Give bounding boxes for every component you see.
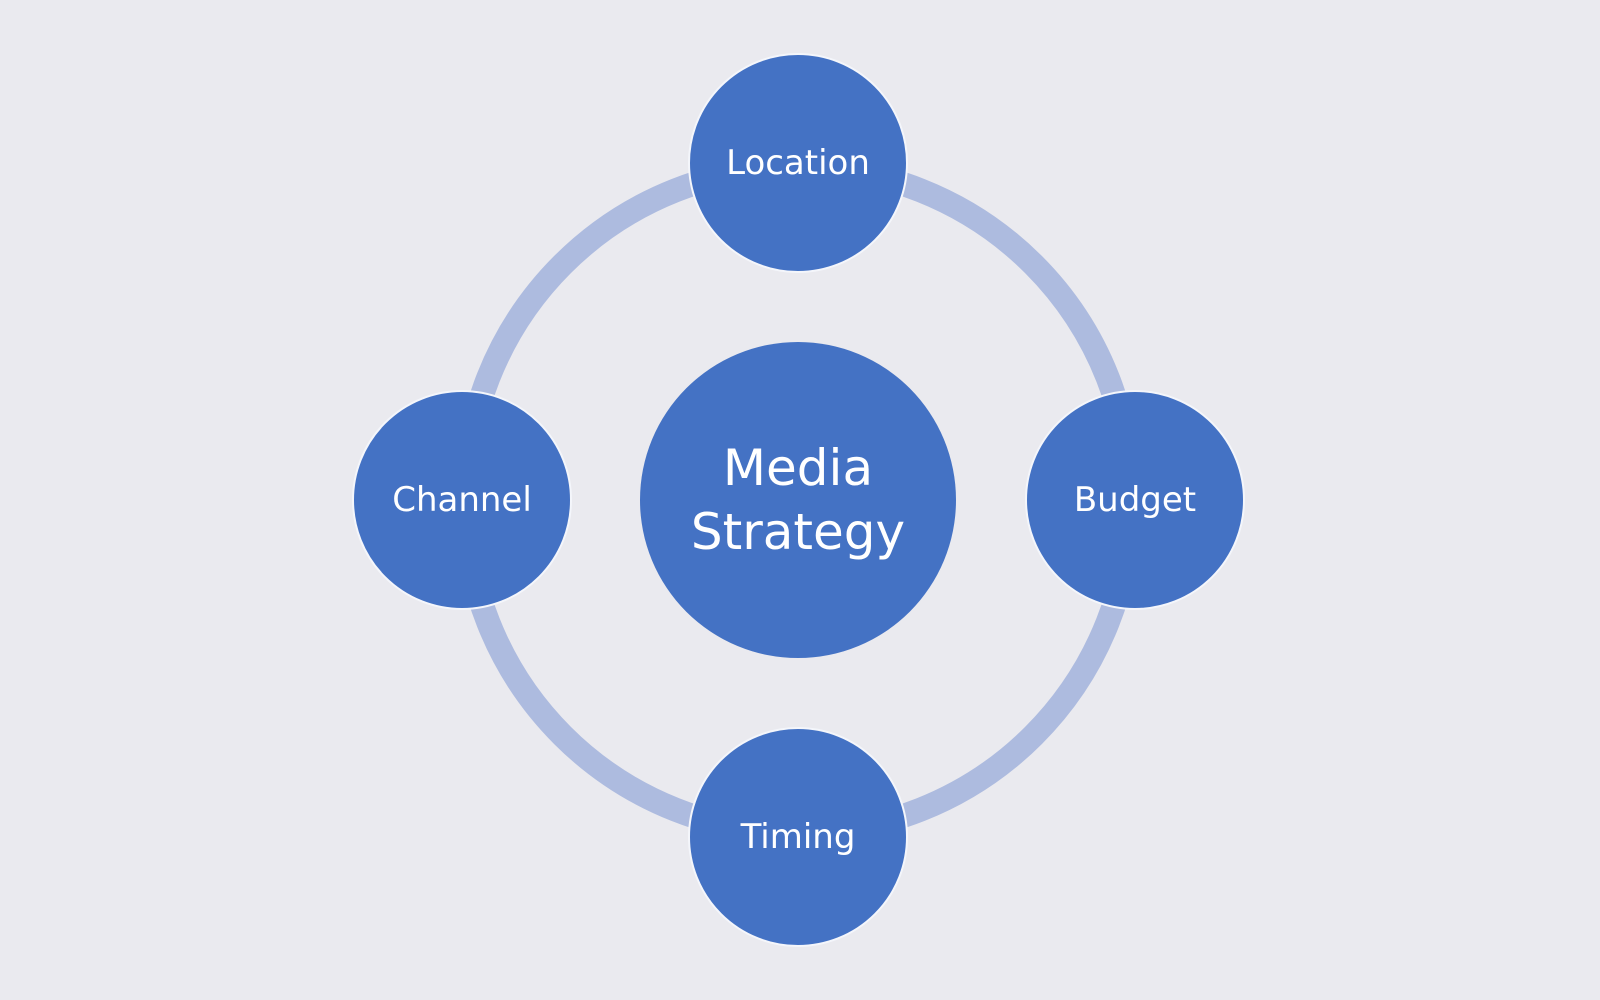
node-channel-label: Channel — [392, 480, 532, 520]
node-budget-label: Budget — [1073, 480, 1197, 520]
node-timing: Timing — [688, 727, 908, 947]
center-node-media-strategy: Media Strategy — [640, 342, 956, 658]
node-location-label: Location — [726, 143, 870, 183]
node-location: Location — [688, 53, 908, 273]
node-channel: Channel — [352, 390, 572, 610]
center-node-label-line-1: Media — [722, 439, 874, 497]
center-node-label-line-2: Strategy — [690, 503, 906, 561]
node-timing-label: Timing — [740, 817, 856, 857]
node-budget: Budget — [1025, 390, 1245, 610]
